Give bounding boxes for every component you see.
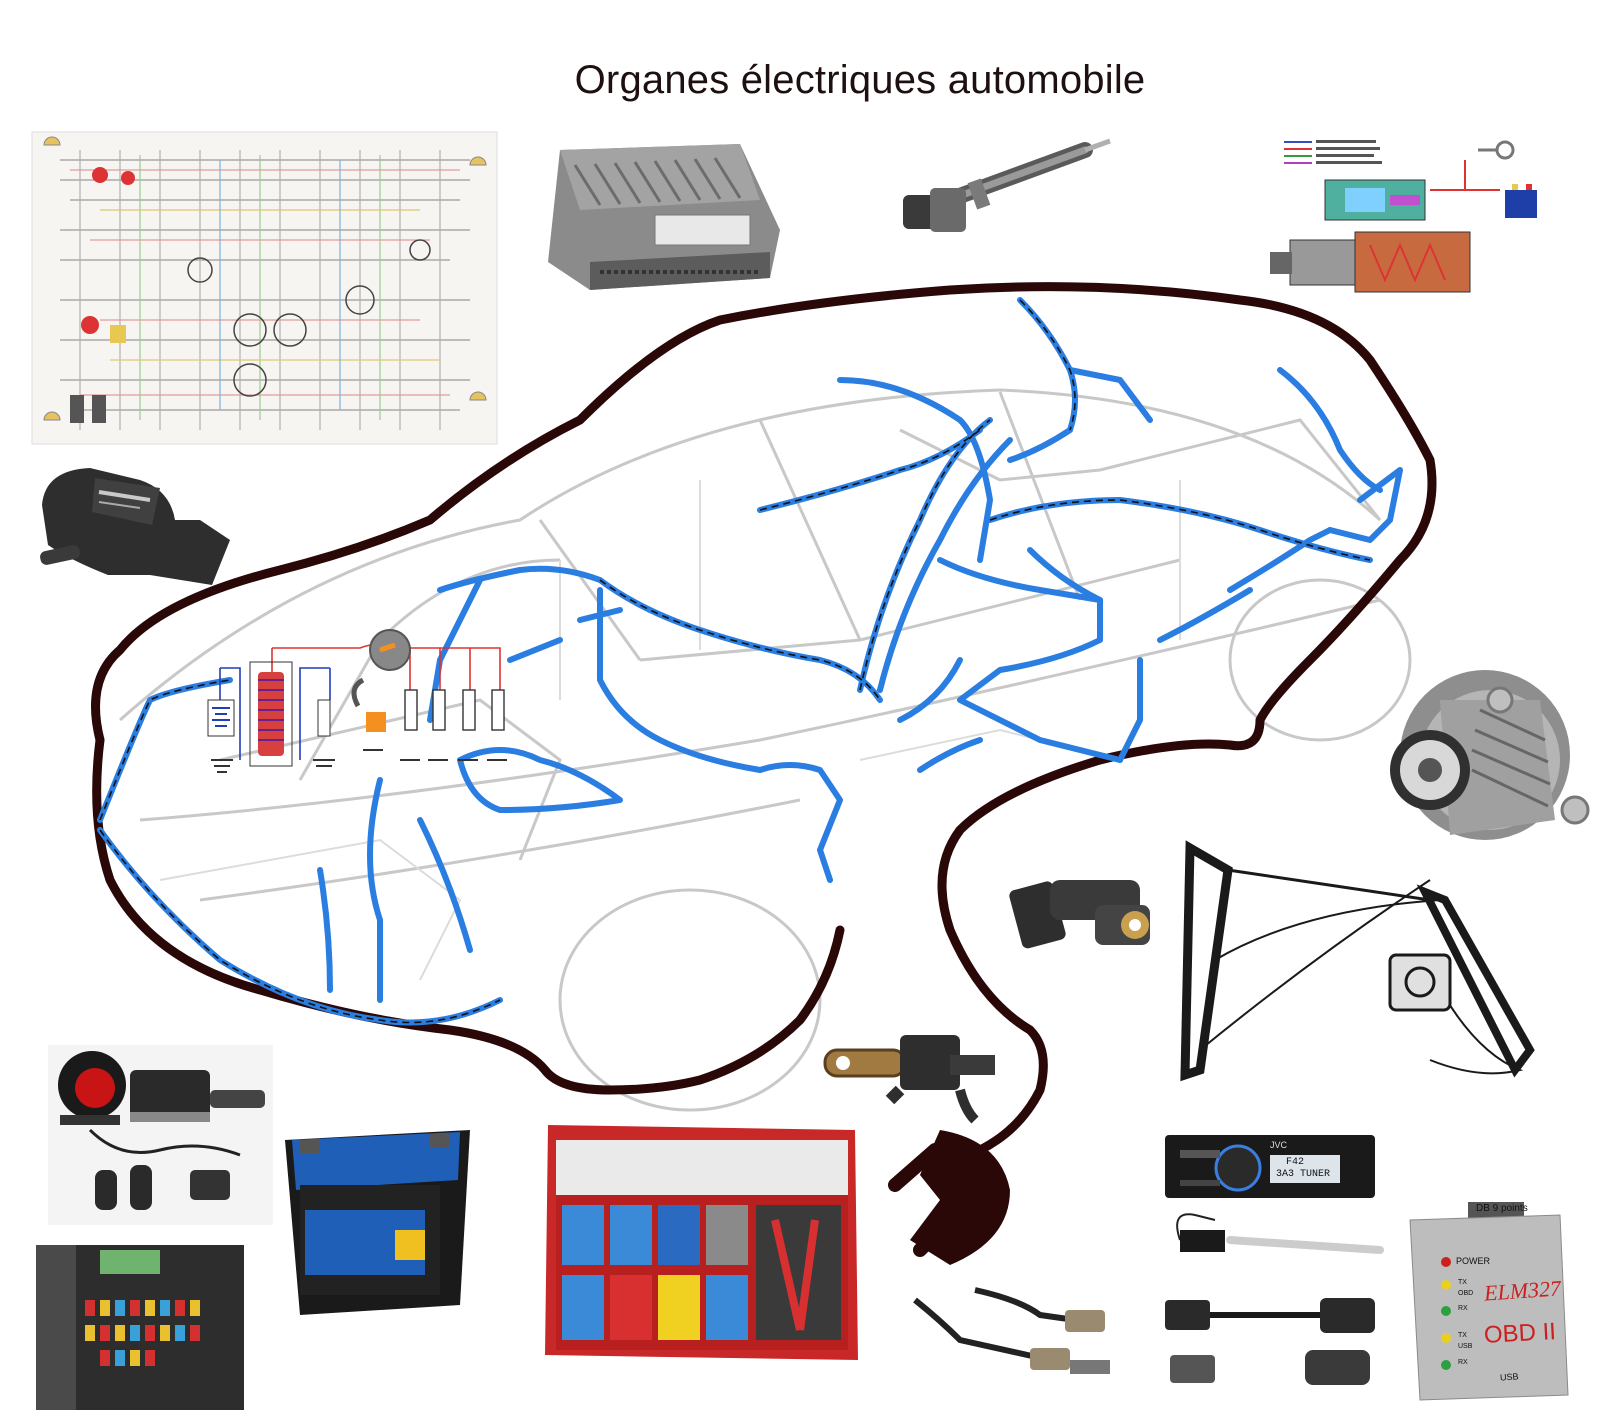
window-regulator-icon: [1180, 840, 1535, 1082]
alternator-icon: [1390, 670, 1590, 840]
car-radio-icon: [1165, 1135, 1375, 1198]
fuse-box-icon: [36, 1245, 244, 1410]
elm327-icon: [1409, 1202, 1569, 1401]
elm327-brand: ELM327: [1483, 1275, 1562, 1306]
crank-sensor-icon: [1009, 880, 1150, 949]
injector-icon: [903, 138, 1111, 232]
plug-icon: [888, 1130, 1010, 1265]
map-sensor-icon: [40, 468, 230, 585]
radio-display-bottom: 3A3 TUNER: [1276, 1169, 1331, 1180]
elm327-led-usb-label: USB: [1458, 1343, 1473, 1350]
starter-diagram-icon: [1270, 138, 1537, 293]
ignition-schematic-icon: [207, 629, 507, 773]
obd-cable-icon: [1165, 1213, 1384, 1385]
elm327-connector-label: DB 9 points: [1476, 1203, 1528, 1214]
ecu-icon: [548, 144, 780, 290]
lambda-sensor-icon: [913, 1287, 1110, 1374]
radio-display-top: F42: [1286, 1157, 1305, 1168]
elm327-led-rx2-label: RX: [1458, 1359, 1468, 1366]
elm327-led-obd-label: OBD: [1458, 1290, 1474, 1297]
elm327-port-label: USB: [1499, 1371, 1519, 1383]
battery-icon: [285, 1130, 470, 1315]
elm327-led-tx1-label: TX: [1458, 1279, 1467, 1286]
speed-sensor-icon: [823, 1035, 995, 1124]
radio-brand: JVC: [1270, 1140, 1288, 1150]
elm327-protocol: OBD II: [1483, 1318, 1557, 1349]
wiring-diagram-icon: [31, 131, 498, 445]
elm327-led-power-label: POWER: [1456, 1256, 1491, 1266]
terminal-kit-icon: [545, 1125, 858, 1360]
elm327-led-tx2-label: TX: [1458, 1332, 1467, 1339]
car-harness-diagram: [91, 282, 1437, 1155]
page-title: Organes électriques automobile: [574, 58, 1146, 102]
elm327-led-rx1-label: RX: [1458, 1305, 1468, 1312]
alarm-kit-icon: [48, 1045, 273, 1225]
